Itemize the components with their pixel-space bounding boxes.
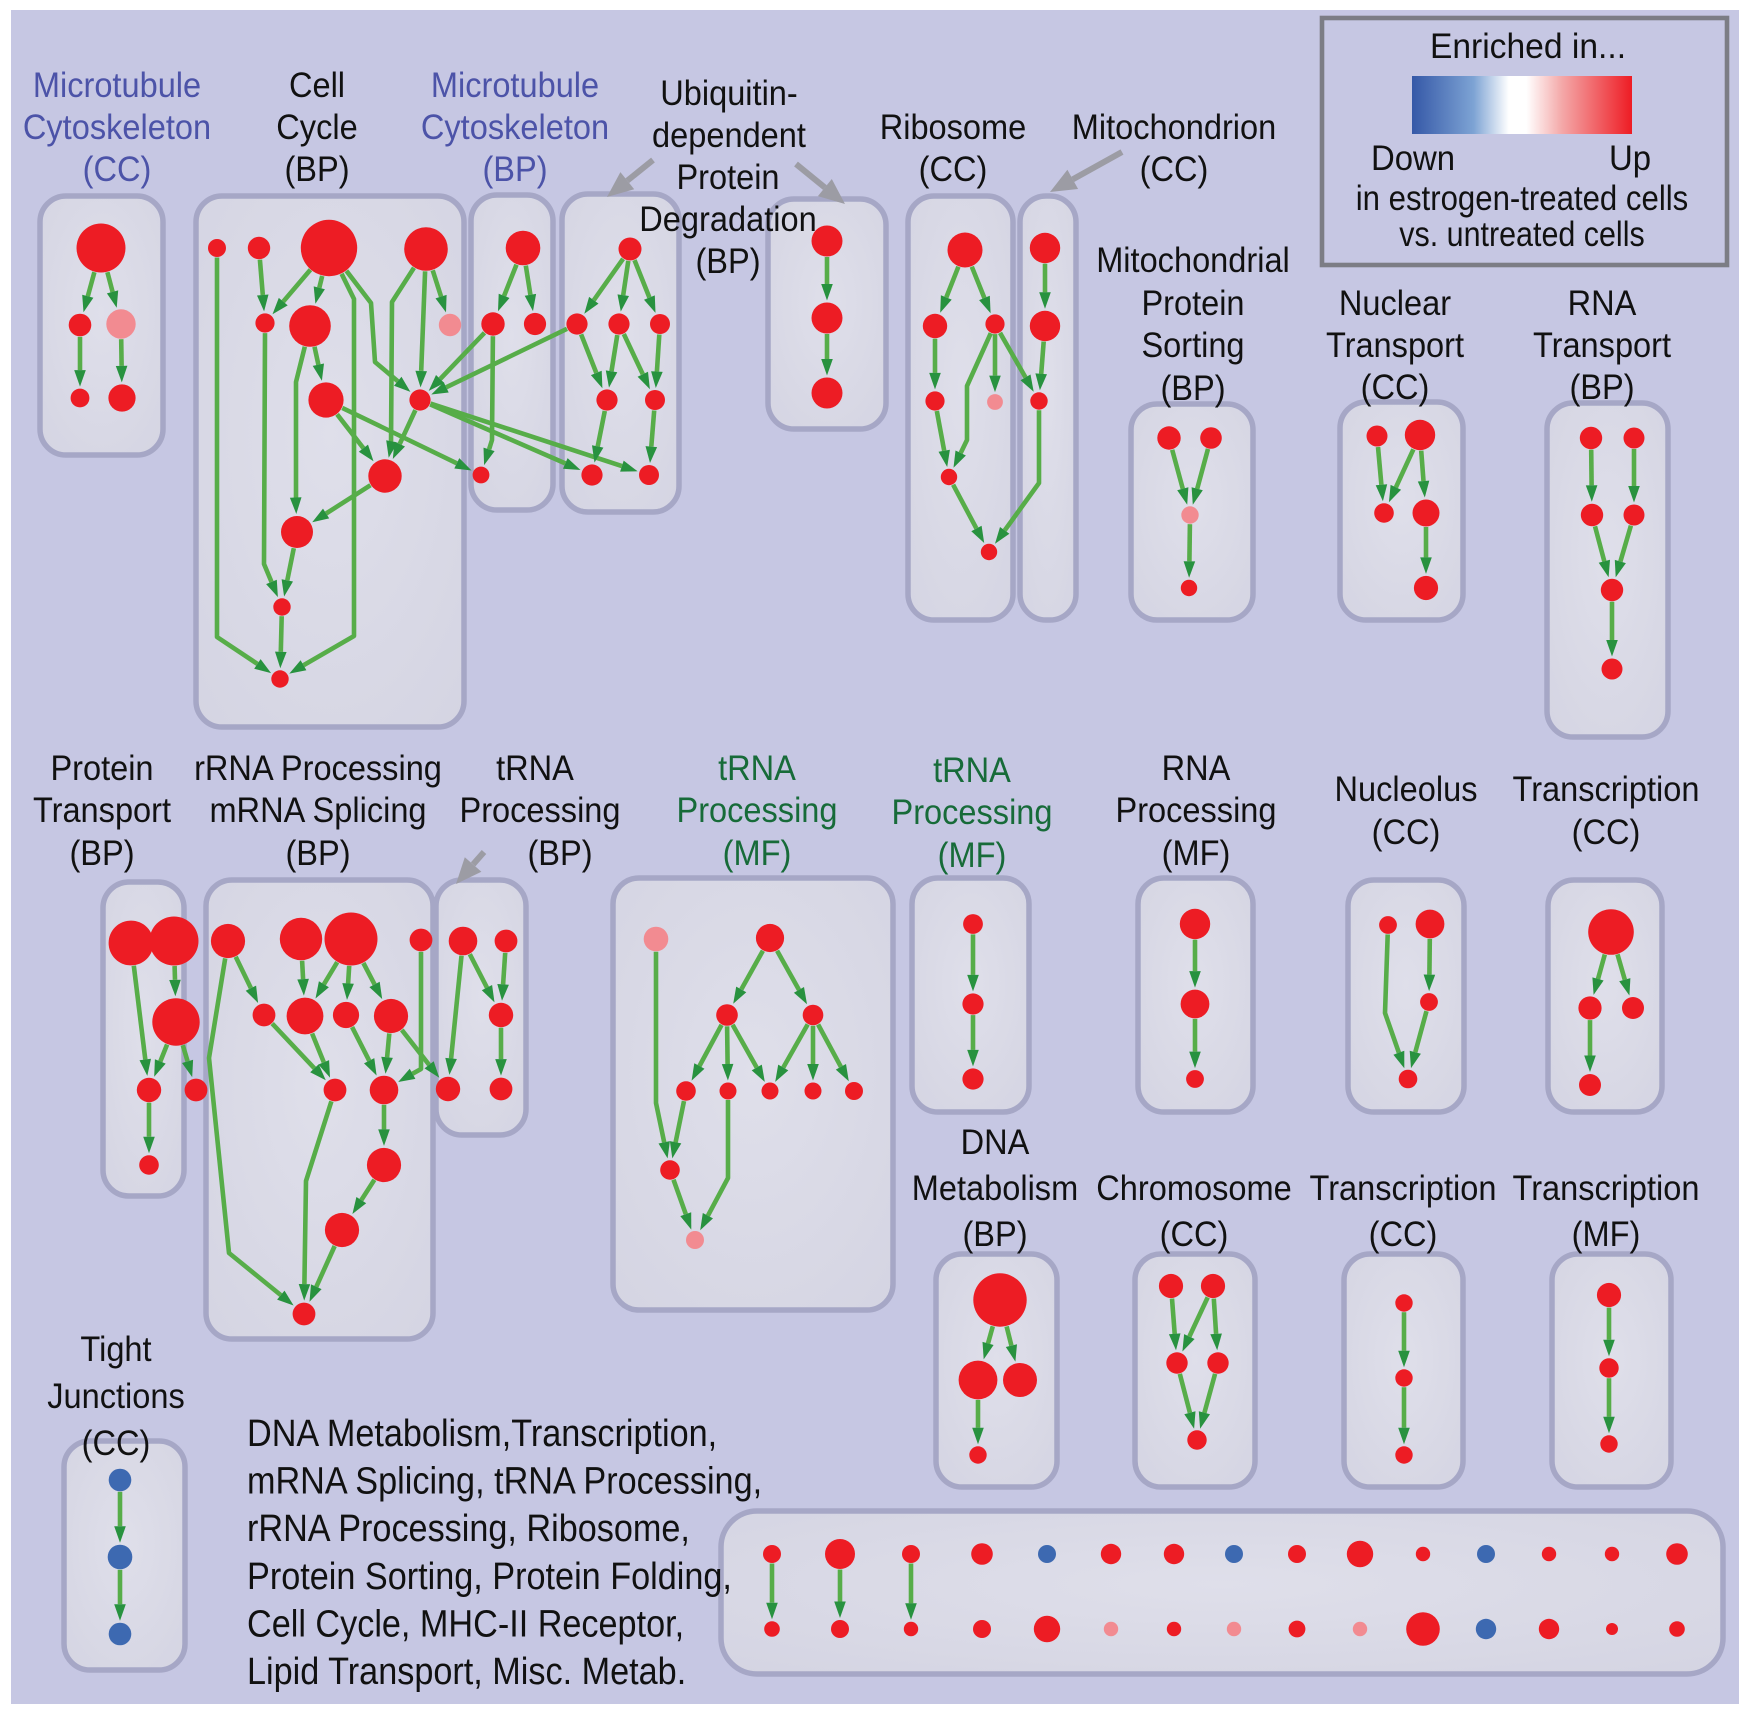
svg-text:Cell: Cell (289, 66, 345, 105)
svg-text:(CC): (CC) (83, 150, 152, 189)
svg-text:Enriched in...: Enriched in... (1430, 27, 1626, 66)
svg-text:Cytoskeleton: Cytoskeleton (23, 108, 211, 147)
svg-text:Mitochondrion: Mitochondrion (1072, 108, 1277, 147)
svg-text:(BP): (BP) (962, 1215, 1027, 1254)
svg-text:tRNA: tRNA (933, 751, 1011, 790)
svg-text:vs. untreated cells: vs. untreated cells (1399, 215, 1644, 254)
svg-text:Down: Down (1371, 139, 1455, 178)
svg-text:(BP): (BP) (284, 150, 349, 189)
svg-text:(BP): (BP) (482, 150, 547, 189)
svg-text:RNA: RNA (1162, 749, 1231, 788)
svg-text:Protein: Protein (676, 158, 779, 197)
svg-text:(CC): (CC) (1361, 368, 1430, 407)
svg-text:Protein: Protein (50, 749, 153, 788)
svg-text:Microtubule: Microtubule (33, 66, 201, 105)
svg-text:(BP): (BP) (1569, 368, 1634, 407)
svg-text:(MF): (MF) (938, 836, 1007, 875)
svg-text:Junctions: Junctions (47, 1377, 185, 1416)
svg-text:DNA: DNA (961, 1123, 1030, 1162)
svg-text:(CC): (CC) (1372, 813, 1441, 852)
svg-text:(CC): (CC) (1160, 1215, 1229, 1254)
svg-text:Protein Sorting, Protein Foldi: Protein Sorting, Protein Folding, (247, 1556, 732, 1598)
svg-text:(CC): (CC) (1140, 150, 1209, 189)
svg-text:Chromosome: Chromosome (1096, 1169, 1291, 1208)
svg-text:(CC): (CC) (919, 150, 988, 189)
svg-text:rRNA Processing: rRNA Processing (194, 749, 442, 788)
svg-text:Up: Up (1609, 139, 1651, 178)
svg-text:(BP): (BP) (69, 834, 134, 873)
svg-text:Protein: Protein (1141, 284, 1244, 323)
svg-text:Processing: Processing (892, 793, 1053, 832)
svg-text:Transport: Transport (1533, 326, 1671, 365)
svg-text:Nuclear: Nuclear (1339, 284, 1452, 323)
svg-text:Tight: Tight (80, 1330, 151, 1369)
svg-text:dependent: dependent (652, 116, 806, 155)
svg-text:Microtubule: Microtubule (431, 66, 599, 105)
svg-text:Metabolism: Metabolism (912, 1169, 1078, 1208)
svg-text:Processing: Processing (1116, 791, 1277, 830)
svg-text:Ribosome: Ribosome (880, 108, 1027, 147)
svg-text:tRNA: tRNA (718, 749, 796, 788)
svg-text:Transport: Transport (33, 791, 171, 830)
svg-text:(CC): (CC) (1369, 1215, 1438, 1254)
svg-text:(MF): (MF) (723, 834, 792, 873)
svg-text:Sorting: Sorting (1141, 326, 1244, 365)
svg-text:Nucleolus: Nucleolus (1335, 770, 1478, 809)
svg-text:Cycle: Cycle (276, 108, 357, 147)
svg-text:(BP): (BP) (285, 834, 350, 873)
svg-text:Ubiquitin-: Ubiquitin- (660, 74, 798, 113)
svg-text:Lipid Transport, Misc. Metab.: Lipid Transport, Misc. Metab. (247, 1651, 686, 1693)
svg-text:(CC): (CC) (82, 1424, 151, 1463)
svg-text:Degradation: Degradation (639, 200, 816, 239)
svg-text:(BP): (BP) (527, 834, 592, 873)
svg-text:mRNA Splicing, tRNA Processing: mRNA Splicing, tRNA Processing, (247, 1461, 762, 1503)
svg-text:Transport: Transport (1326, 326, 1464, 365)
svg-text:tRNA: tRNA (496, 749, 574, 788)
svg-text:Transcription: Transcription (1310, 1169, 1497, 1208)
svg-text:in estrogen-treated cells: in estrogen-treated cells (1356, 179, 1689, 218)
svg-text:(BP): (BP) (1160, 369, 1225, 408)
svg-text:(CC): (CC) (1572, 813, 1641, 852)
svg-text:Processing: Processing (460, 791, 621, 830)
svg-text:DNA Metabolism,Transcription,: DNA Metabolism,Transcription, (247, 1413, 717, 1455)
svg-text:(MF): (MF) (1572, 1215, 1641, 1254)
svg-text:Transcription: Transcription (1513, 1169, 1700, 1208)
svg-text:Cell Cycle, MHC-II Receptor,: Cell Cycle, MHC-II Receptor, (247, 1603, 684, 1645)
svg-text:RNA: RNA (1568, 284, 1637, 323)
svg-text:rRNA Processing, Ribosome,: rRNA Processing, Ribosome, (247, 1508, 690, 1550)
svg-text:Transcription: Transcription (1513, 770, 1700, 809)
svg-text:mRNA Splicing: mRNA Splicing (209, 791, 426, 830)
svg-text:Cytoskeleton: Cytoskeleton (421, 108, 609, 147)
svg-text:(MF): (MF) (1162, 834, 1231, 873)
svg-text:Processing: Processing (677, 791, 838, 830)
svg-text:(BP): (BP) (695, 242, 760, 281)
svg-text:Mitochondrial: Mitochondrial (1096, 241, 1290, 280)
